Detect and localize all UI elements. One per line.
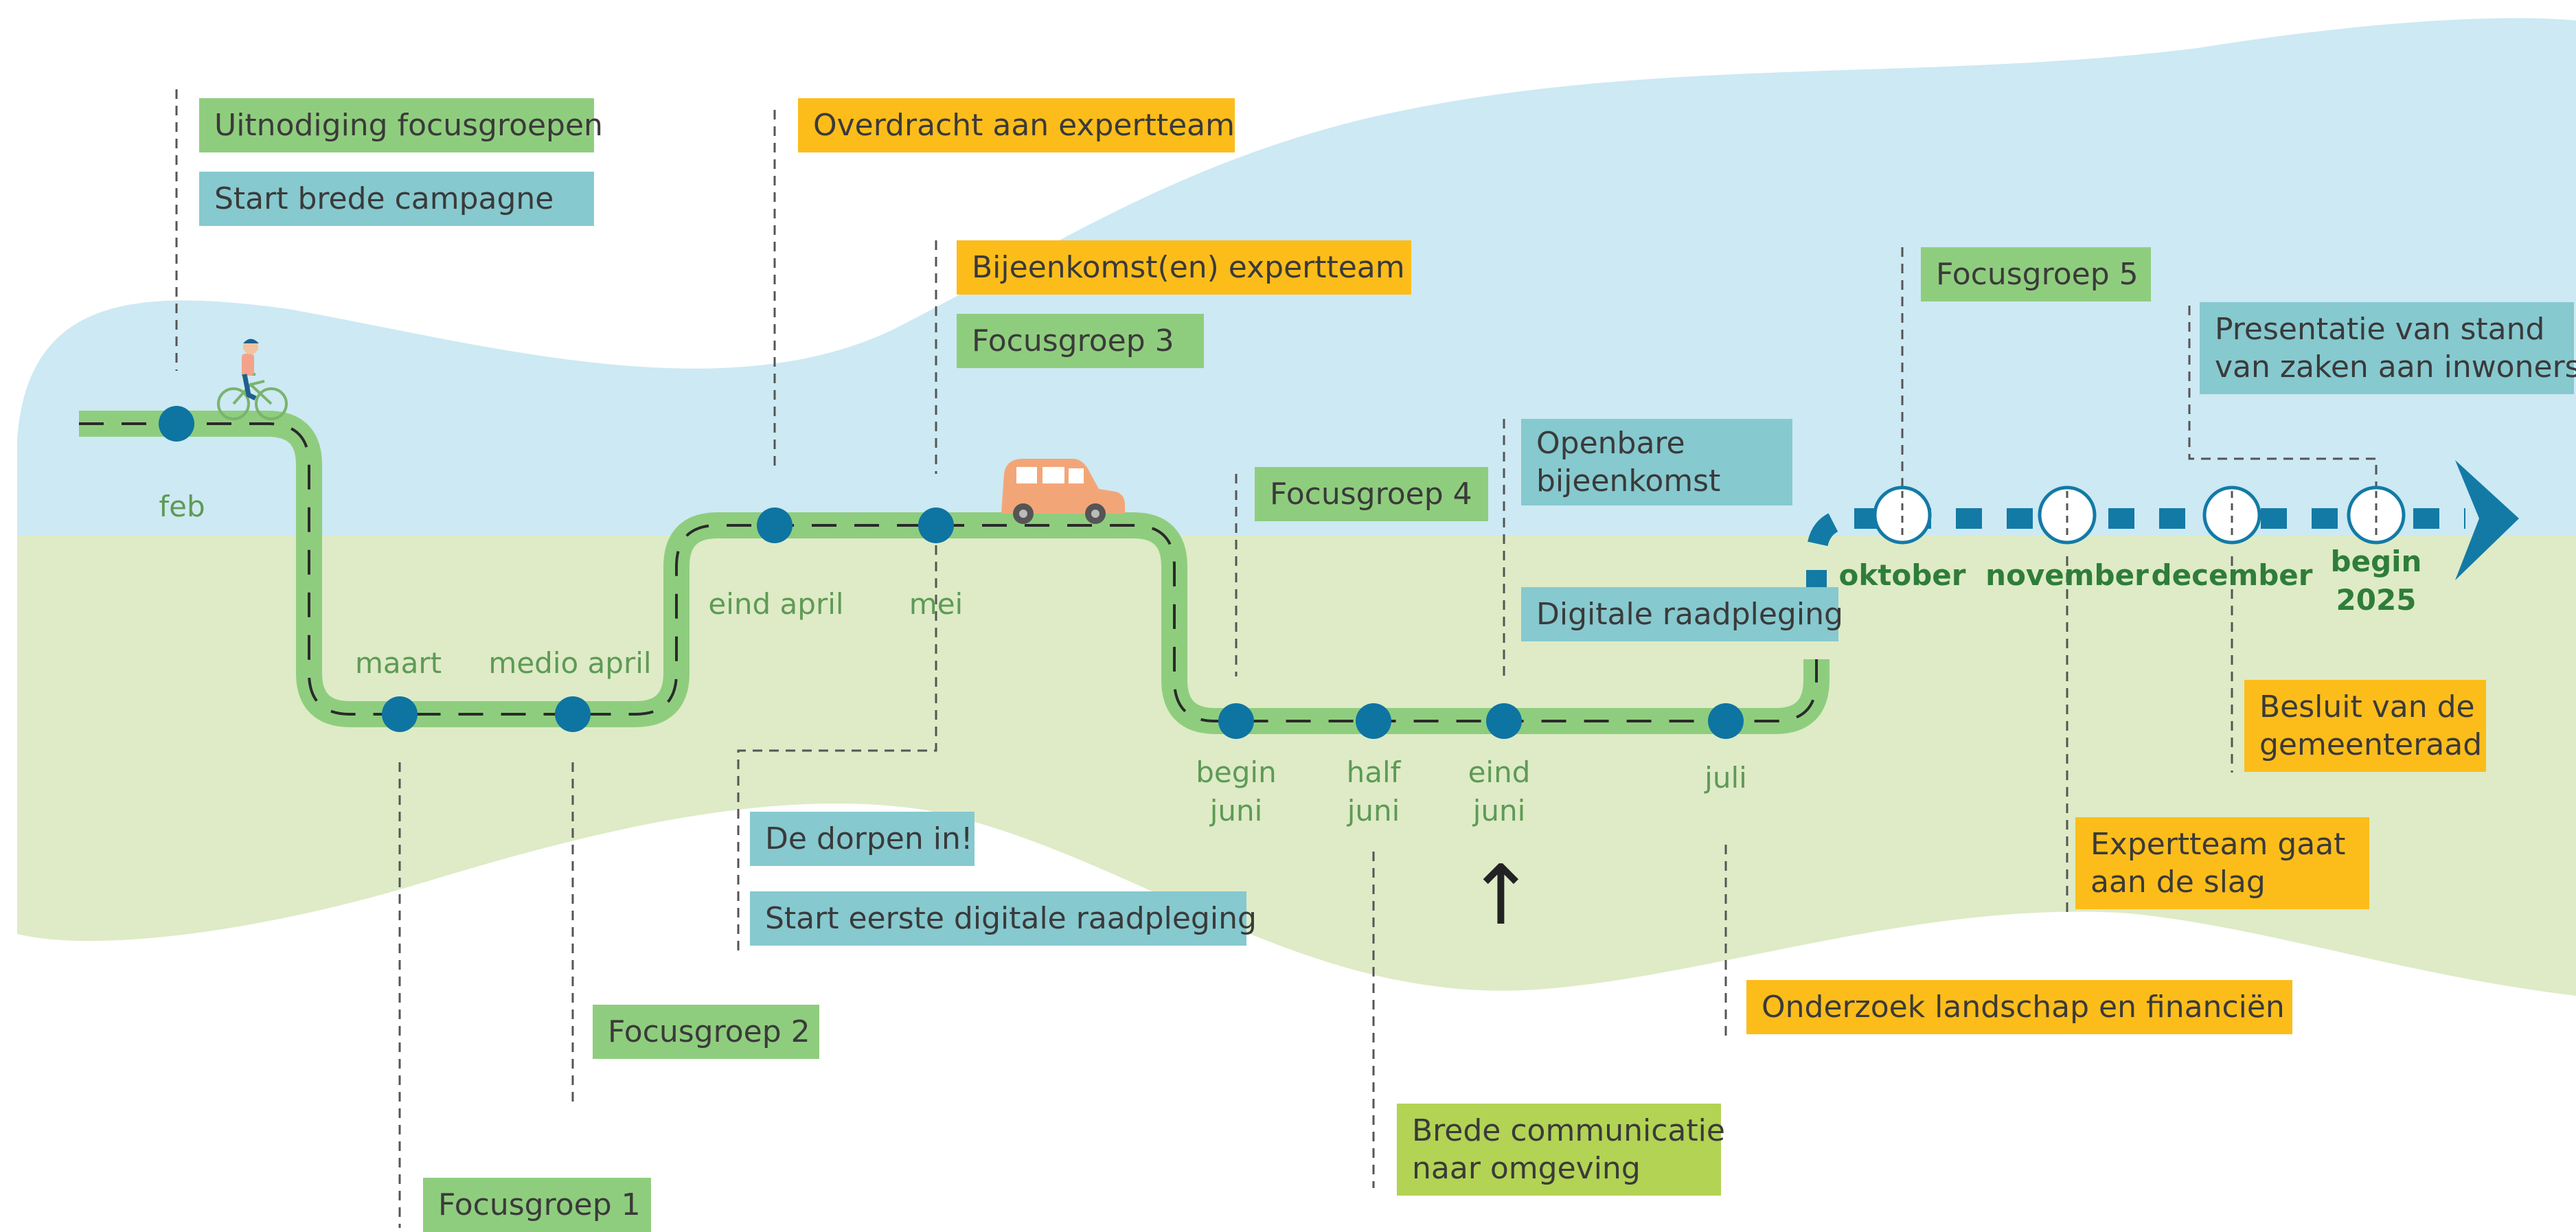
milestone-eind-juni	[1486, 703, 1522, 739]
month-oktober: oktober	[1838, 558, 1966, 592]
month-eind-juni: eind juni	[1451, 753, 1547, 830]
milestones	[159, 406, 1744, 739]
grass-shape	[17, 536, 2576, 996]
label-openbare-line1: Openbare	[1536, 426, 1685, 461]
car-icon	[1001, 459, 1125, 524]
label-focusgroep-5: Focusgroep 5	[1921, 247, 2151, 301]
label-expertteam-aan-de-slag: Expertteam gaat aan de slag	[2075, 817, 2369, 909]
month-december: december	[2151, 558, 2313, 592]
label-besluit-line1: Besluit van de	[2259, 689, 2475, 725]
label-expertteam-line1: Expertteam gaat	[2090, 827, 2346, 862]
label-presentatie-line1: Presentatie van stand	[2215, 312, 2545, 347]
chevron-right-icon	[2455, 460, 2519, 580]
month-maart: maart	[354, 646, 442, 680]
milestone-begin-juni	[1218, 703, 1254, 739]
milestone-juli	[1708, 703, 1744, 739]
label-brede-line2: naar omgeving	[1412, 1151, 1641, 1186]
month-half-juni: half juni	[1325, 753, 1422, 830]
milestone-begin-2025	[2347, 486, 2406, 545]
label-focusgroep-1: Focusgroep 1	[423, 1178, 651, 1232]
milestone-eind-april	[757, 507, 793, 543]
milestone-half-juni	[1356, 703, 1391, 739]
month-juli: juli	[1705, 761, 1747, 795]
month-begin-juni-line2: juni	[1209, 794, 1263, 828]
month-november: november	[1985, 558, 2149, 592]
label-uitnodiging-focusgroepen: Uitnodiging focusgroepen	[199, 98, 603, 152]
month-eind-juni-line2: juni	[1472, 794, 1526, 828]
future-milestones	[1873, 486, 2406, 545]
leader-lines	[175, 89, 2378, 1228]
label-expertteam-line2: aan de slag	[2090, 865, 2266, 900]
label-besluit-line2: gemeenteraad	[2259, 727, 2483, 762]
month-begin-2025-line2: 2025	[2336, 583, 2417, 617]
month-mei: mei	[909, 587, 964, 621]
month-begin-2025-line1: begin	[2330, 545, 2422, 578]
label-focusgroep-3: Focusgroep 3	[957, 314, 1204, 368]
milestone-feb	[159, 406, 194, 442]
bicycle-rider-icon	[217, 339, 288, 420]
label-brede-communicatie: Brede communicatie naar omgeving	[1397, 1104, 1725, 1196]
road-centerline	[79, 422, 1818, 722]
label-presentatie-line2: van zaken aan inwoners	[2215, 350, 2576, 385]
label-onderzoek-landschap: Onderzoek landschap en financiën	[1746, 980, 2292, 1034]
up-arrow-icon: ↑	[1466, 848, 1536, 944]
label-focusgroep-4: Focusgroep 4	[1255, 467, 1488, 521]
label-openbare-bijeenkomst: Openbare bijeenkomst	[1521, 419, 1792, 505]
milestone-november	[2038, 486, 2097, 545]
month-begin-juni-line1: begin	[1196, 755, 1277, 789]
month-begin-2025: begin 2025	[2321, 543, 2431, 619]
month-half-juni-line1: half	[1346, 755, 1401, 789]
month-eind-april: eind april	[708, 587, 844, 621]
milestone-december	[2202, 486, 2261, 545]
month-half-juni-line2: juni	[1347, 794, 1400, 828]
label-digitale-raadpleging: Digitale raadpleging	[1521, 587, 1843, 641]
month-begin-juni: begin juni	[1181, 753, 1291, 830]
label-presentatie-stand-van-zaken: Presentatie van stand van zaken aan inwo…	[2200, 302, 2576, 394]
label-brede-line1: Brede communicatie	[1412, 1113, 1725, 1148]
label-bijeenkomst-expertteam: Bijeenkomst(en) expertteam	[957, 240, 1411, 295]
label-de-dorpen-in: De dorpen in!	[750, 812, 974, 866]
month-medio-april: medio april	[488, 646, 652, 680]
label-overdracht-expertteam: Overdracht aan expertteam	[798, 98, 1235, 152]
milestone-medio-april	[555, 696, 591, 732]
milestone-mei	[918, 507, 954, 543]
month-eind-juni-line1: eind	[1468, 755, 1531, 789]
label-start-brede-campagne: Start brede campagne	[199, 172, 594, 226]
label-openbare-line2: bijeenkomst	[1536, 464, 1721, 499]
milestone-oktober	[1873, 486, 1932, 545]
milestone-maart	[382, 696, 418, 732]
label-besluit-gemeenteraad: Besluit van de gemeenteraad	[2244, 680, 2486, 772]
month-feb: feb	[159, 490, 205, 523]
label-focusgroep-2: Focusgroep 2	[593, 1005, 819, 1059]
label-start-eerste-digitale-raadpleging: Start eerste digitale raadpleging	[750, 891, 1257, 946]
